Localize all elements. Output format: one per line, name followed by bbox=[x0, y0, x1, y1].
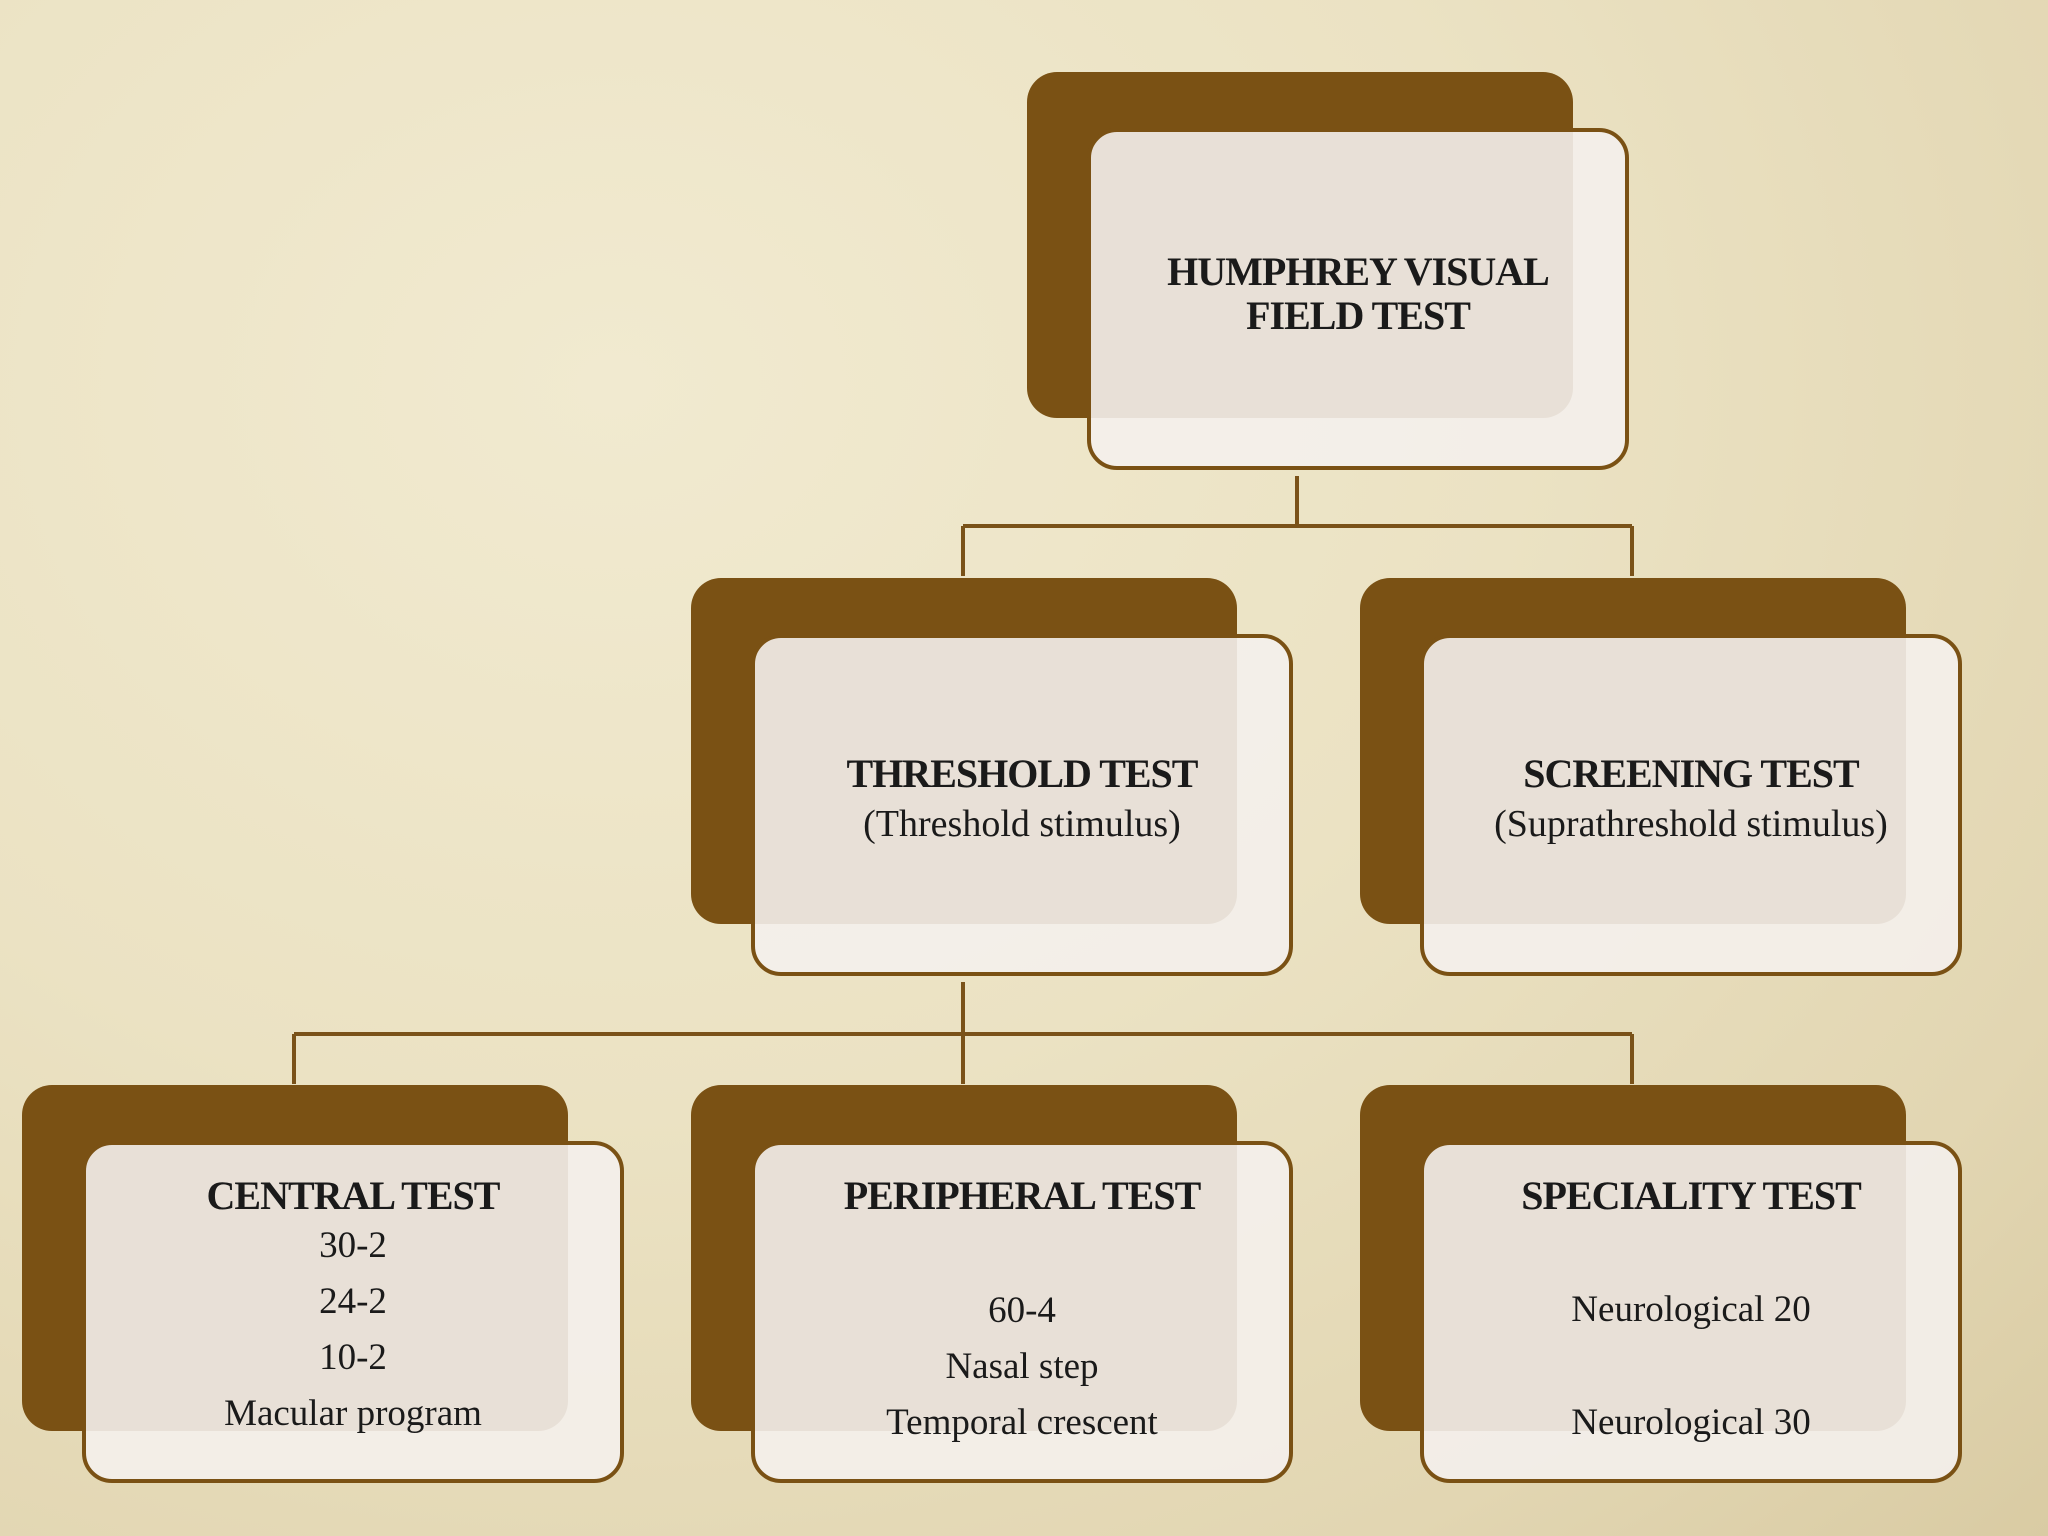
node-label: SCREENING TEST (Suprathreshold stimulus) bbox=[1420, 752, 1962, 852]
node-item-list: 60-4 Nasal step Temporal crescent bbox=[751, 1283, 1293, 1451]
node-screening-test: SCREENING TEST (Suprathreshold stimulus) bbox=[1360, 578, 1966, 976]
list-item: 24-2 bbox=[319, 1281, 387, 1322]
node-threshold-test: THRESHOLD TEST (Threshold stimulus) bbox=[691, 578, 1297, 976]
list-item: 10-2 bbox=[319, 1337, 387, 1378]
list-item: 60-4 bbox=[988, 1290, 1056, 1331]
list-item: Temporal crescent bbox=[886, 1402, 1158, 1443]
node-item: Neurological 30 bbox=[1420, 1395, 1962, 1451]
node-front-box bbox=[1420, 1141, 1962, 1483]
node-title-wrap: PERIPHERAL TEST bbox=[751, 1174, 1293, 1218]
list-item: Neurological 30 bbox=[1571, 1402, 1811, 1443]
node-title: SPECIALITY TEST bbox=[1521, 1173, 1862, 1218]
node-label: CENTRAL TEST 30-2 24-2 10-2 Macular prog… bbox=[82, 1174, 624, 1442]
node-title-wrap: SPECIALITY TEST bbox=[1420, 1174, 1962, 1218]
node-title: PERIPHERAL TEST bbox=[843, 1173, 1202, 1218]
list-item: Nasal step bbox=[945, 1346, 1099, 1387]
node-subtitle: (Threshold stimulus) bbox=[863, 803, 1181, 845]
node-title: THRESHOLD TEST bbox=[846, 751, 1199, 796]
node-front-box bbox=[751, 1141, 1293, 1483]
node-label: THRESHOLD TEST (Threshold stimulus) bbox=[751, 752, 1293, 852]
node-title-line1: HUMPHREY VISUAL bbox=[1167, 249, 1550, 294]
node-front-box bbox=[82, 1141, 624, 1483]
node-item: Neurological 20 bbox=[1420, 1282, 1962, 1338]
node-front-box bbox=[751, 634, 1293, 976]
list-item: Neurological 20 bbox=[1571, 1289, 1811, 1330]
list-item: 30-2 bbox=[319, 1225, 387, 1266]
node-speciality-test: SPECIALITY TEST Neurological 20 Neurolog… bbox=[1360, 1085, 1966, 1483]
node-front-box bbox=[1420, 634, 1962, 976]
node-front-box bbox=[1087, 128, 1629, 470]
node-title: SCREENING TEST bbox=[1523, 751, 1859, 796]
node-label: HUMPHREY VISUAL FIELD TEST bbox=[1087, 250, 1629, 338]
node-subtitle: (Suprathreshold stimulus) bbox=[1494, 803, 1888, 845]
node-humphrey-visual-field-test: HUMPHREY VISUAL FIELD TEST bbox=[1027, 72, 1633, 470]
node-central-test: CENTRAL TEST 30-2 24-2 10-2 Macular prog… bbox=[22, 1085, 628, 1483]
node-title-line2: FIELD TEST bbox=[1246, 293, 1471, 338]
node-title: CENTRAL TEST bbox=[206, 1173, 501, 1218]
node-peripheral-test: PERIPHERAL TEST 60-4 Nasal step Temporal… bbox=[691, 1085, 1297, 1483]
list-item: Macular program bbox=[224, 1393, 482, 1434]
